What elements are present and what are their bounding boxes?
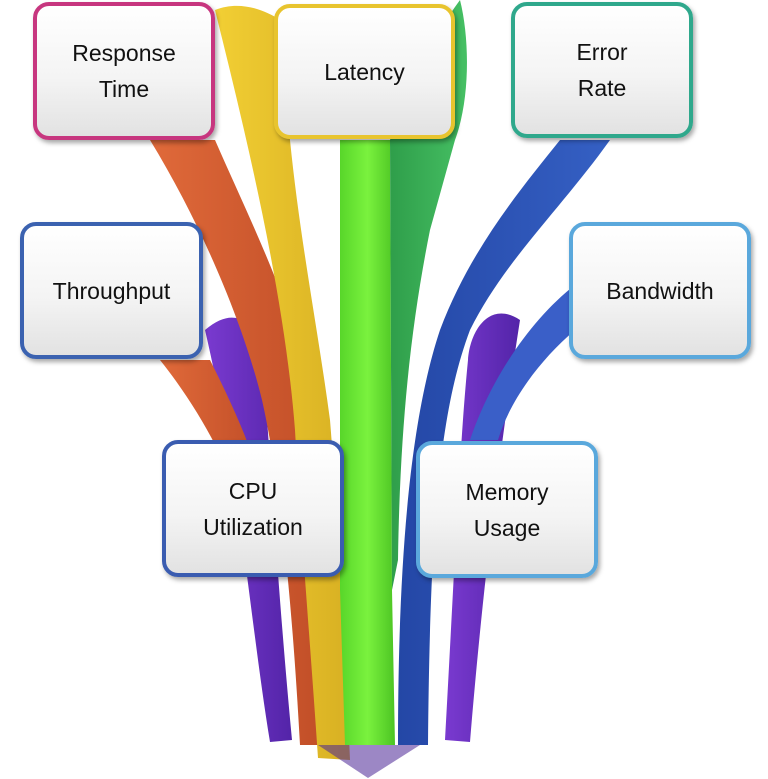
bandwidth-card: Bandwidth xyxy=(569,222,751,359)
latency-label: Latency xyxy=(324,58,405,85)
cpu-utilization-label: CPU Utilization xyxy=(203,477,303,540)
ribbon-lightblue xyxy=(470,285,575,440)
ribbon-darkgreen xyxy=(390,0,467,590)
ribbon-orange xyxy=(150,140,338,745)
response-time-card: Response Time xyxy=(33,2,215,140)
error-rate-card: Error Rate xyxy=(511,2,693,138)
ribbon-green-main xyxy=(340,140,395,745)
latency-card: Latency xyxy=(274,4,455,139)
memory-usage-label: Memory Usage xyxy=(465,478,549,541)
memory-usage-card: Memory Usage xyxy=(416,441,598,578)
throughput-card: Throughput xyxy=(20,222,203,359)
error-rate-label: Error Rate xyxy=(576,39,628,101)
ribbon-bottom-shadow xyxy=(318,745,420,778)
cpu-utilization-card: CPU Utilization xyxy=(162,440,344,577)
response-time-label: Response Time xyxy=(72,40,176,102)
throughput-label: Throughput xyxy=(52,277,171,304)
bandwidth-label: Bandwidth xyxy=(606,277,714,304)
